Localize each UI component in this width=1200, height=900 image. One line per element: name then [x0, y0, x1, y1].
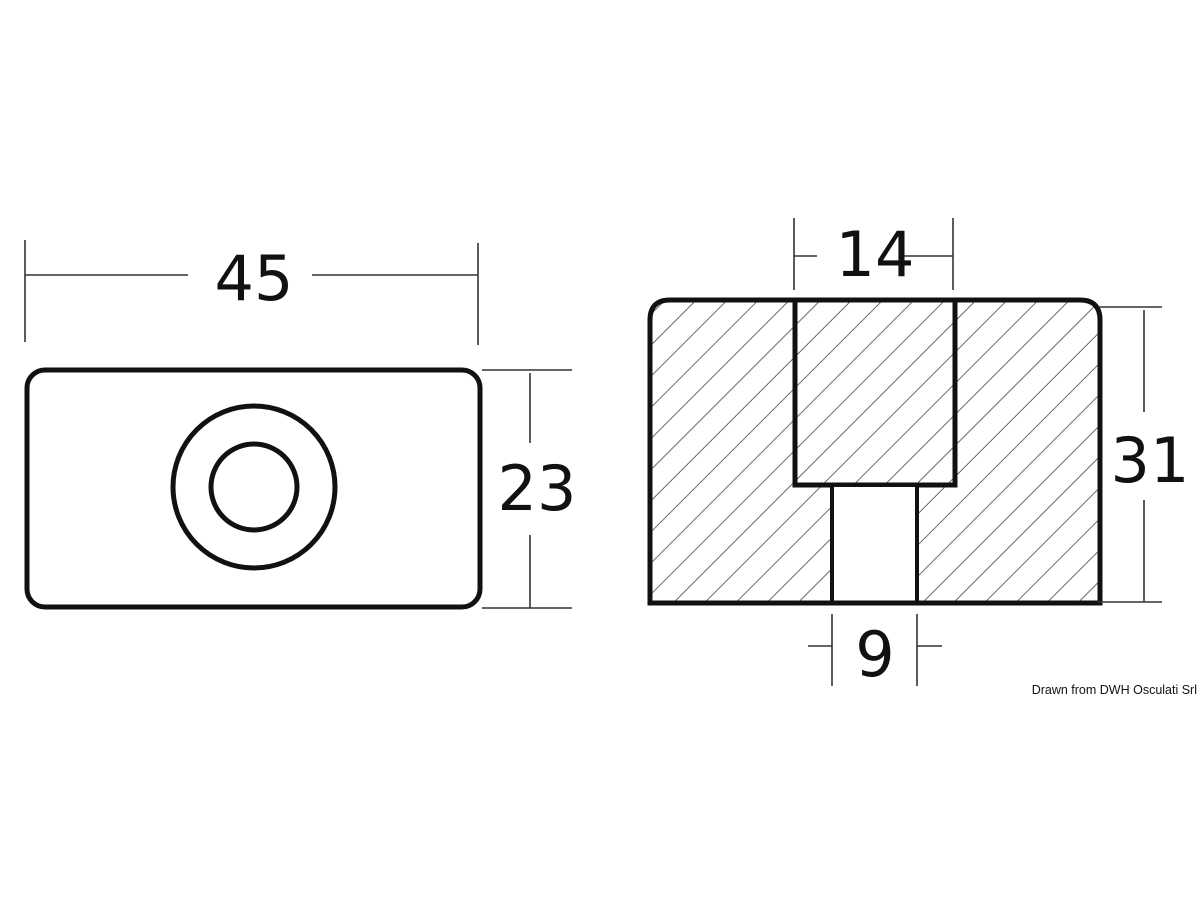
through-bore: [830, 483, 919, 605]
outer-ring: [170, 403, 338, 571]
top-view: 45 23: [24, 240, 577, 610]
height-dimension: 23: [482, 369, 577, 609]
section-height-dimension: 31: [1098, 306, 1190, 603]
bore-label: 9: [855, 618, 894, 691]
hatched-section: [650, 300, 1100, 603]
width-label: 45: [215, 242, 294, 315]
section-height-label: 31: [1111, 424, 1190, 497]
inner-hole: [208, 441, 300, 533]
bore-dimension: 9: [808, 614, 942, 691]
width-dimension: 45: [24, 240, 479, 345]
anode-outline: [24, 367, 483, 610]
section-view: 14 31 9: [647, 218, 1190, 691]
counterbore-dimension: 14: [793, 218, 954, 291]
section-outline: [647, 297, 1103, 606]
credit-text: Drawn from DWH Osculati Srl: [1032, 683, 1197, 697]
height-label: 23: [498, 452, 577, 525]
counterbore-label: 14: [836, 218, 915, 291]
